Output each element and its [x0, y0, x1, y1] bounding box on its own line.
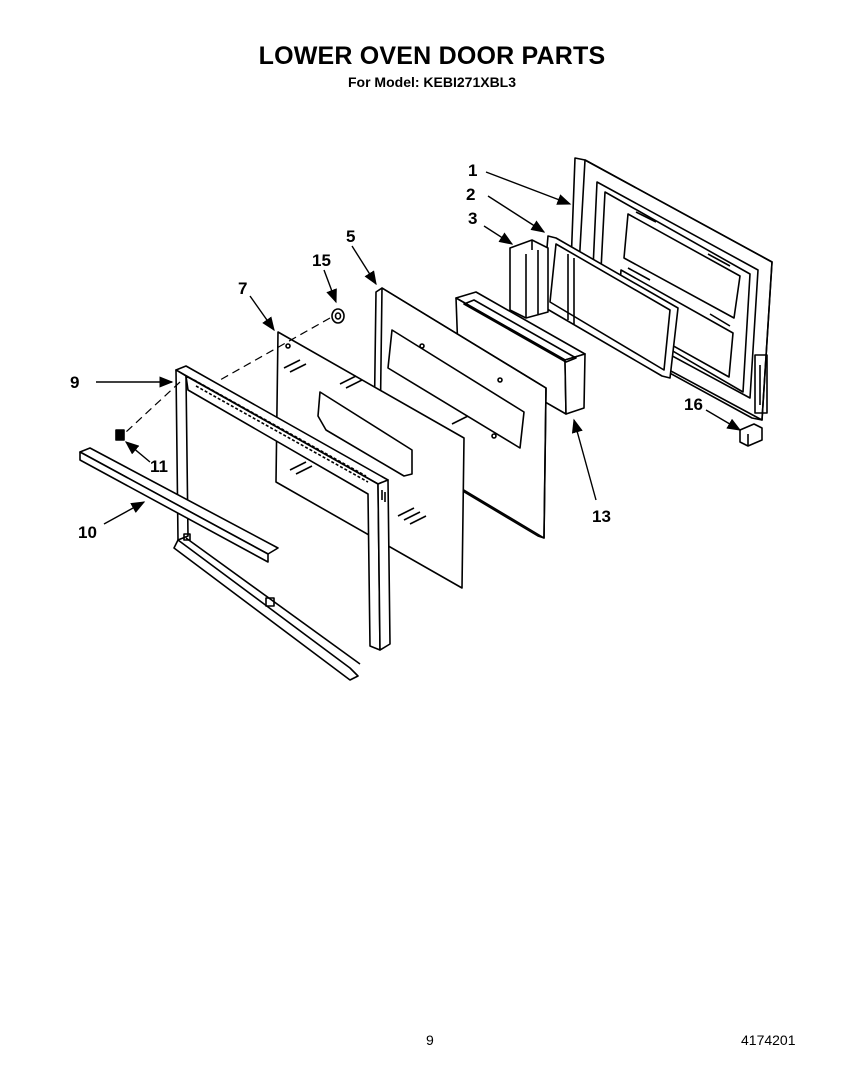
callout-7: 7: [238, 279, 247, 298]
callout-11: 11: [150, 457, 168, 476]
callout-3: 3: [468, 209, 477, 228]
callout-13: 13: [592, 507, 611, 526]
callout-2: 2: [466, 185, 475, 204]
callout-1: 1: [468, 161, 477, 180]
page-title: LOWER OVEN DOOR PARTS: [258, 42, 606, 70]
part-9-door-frame: [175, 365, 391, 651]
callout-16: 16: [684, 395, 703, 414]
callout-9: 9: [70, 373, 79, 392]
part-2-door-gasket: [541, 235, 679, 379]
part-11-clip: [115, 429, 125, 441]
model-subtitle: For Model: KEBI271XBL3: [347, 74, 517, 90]
part-16-connector: [739, 423, 763, 447]
callout-15: 15: [312, 251, 331, 270]
part-3-insulation: [509, 239, 549, 319]
callout-10: 10: [78, 523, 97, 542]
callout-5: 5: [346, 227, 355, 246]
part-15-washer: [331, 308, 345, 324]
part-5-middle-glass: [373, 287, 547, 539]
page-number: 9: [426, 1032, 434, 1048]
part-10-bottom-trim: [79, 447, 361, 681]
document-number: 4174201: [741, 1032, 796, 1048]
